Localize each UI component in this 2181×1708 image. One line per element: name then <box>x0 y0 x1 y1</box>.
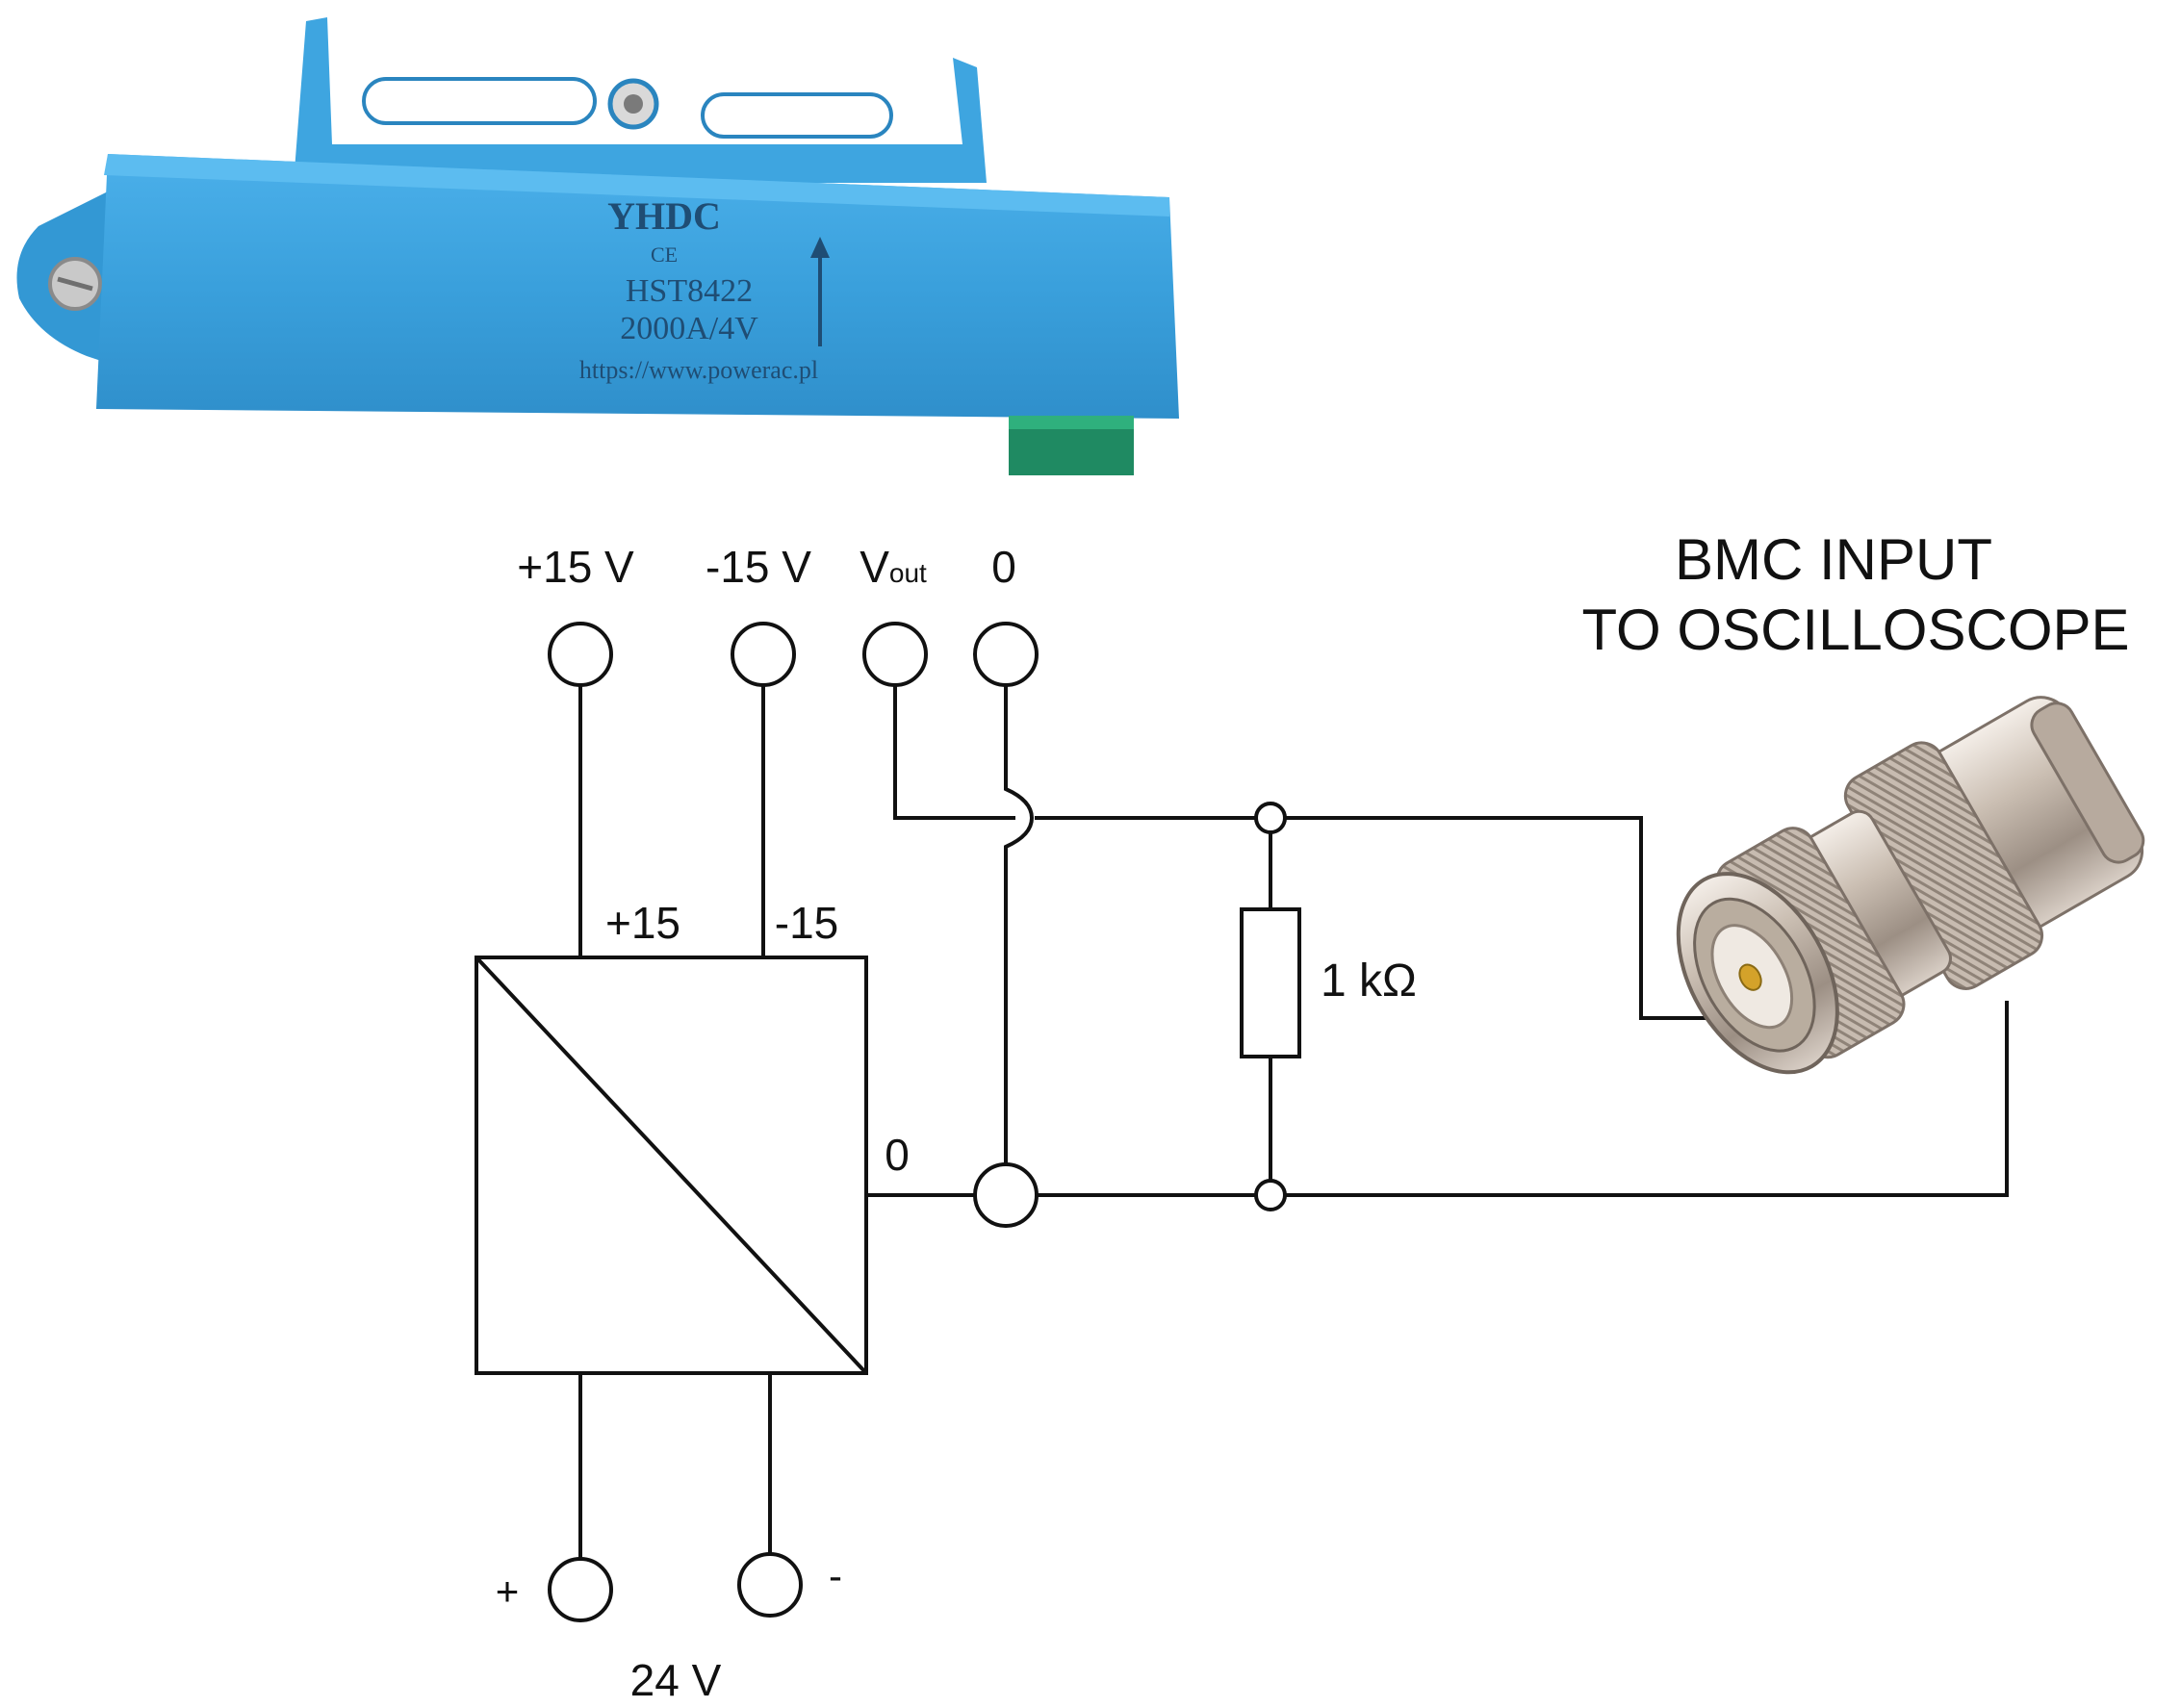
sensor-rating: 2000A/4V <box>620 311 758 346</box>
resistor: 1 kΩ <box>1240 907 1417 1058</box>
wire-ground-to-bnc <box>1284 1001 2009 1197</box>
terminal-label-vout: Vout <box>860 542 927 592</box>
wires <box>578 685 2009 1559</box>
node-ground-main <box>973 1162 1039 1228</box>
terminal-zero <box>973 622 1039 687</box>
ce-mark: CE <box>651 242 678 267</box>
wire-vout <box>893 685 1015 820</box>
supply-label-minus: - <box>829 1553 842 1598</box>
terminal-minus15v <box>731 622 796 687</box>
current-sensor-illustration: YHDC CE HST8422 2000A/4V https://www.pow… <box>16 17 1179 475</box>
sensor-brand: YHDC <box>607 194 721 238</box>
supply-label-plus: + <box>496 1568 520 1614</box>
converter-label-minus15: -15 <box>775 898 838 948</box>
terminal-label-zero: 0 <box>991 542 1016 592</box>
terminal-vout <box>862 622 928 687</box>
sensor-model: HST8422 <box>626 273 753 309</box>
resistor-label: 1 kΩ <box>1321 956 1417 1007</box>
bnc-connector-illustration <box>1676 696 2145 1075</box>
terminal-label-plus15v: +15 V <box>517 542 634 592</box>
supply-label-24v: 24 V <box>630 1655 722 1705</box>
bnc-title-line1: BMC INPUT <box>1675 527 1992 592</box>
supply-24v: + - 24 V <box>496 1552 842 1705</box>
supply-terminal-minus <box>737 1552 803 1618</box>
terminal-label-minus15v: -15 V <box>706 542 811 592</box>
sensor-terminals: +15 V -15 V Vout 0 <box>517 542 1039 687</box>
converter-label-zero: 0 <box>885 1130 910 1180</box>
terminal-plus15v <box>548 622 613 687</box>
current-direction-arrow-icon <box>810 237 830 346</box>
node-signal <box>1254 802 1287 834</box>
junction-nodes <box>973 802 1287 1228</box>
supply-terminal-plus <box>548 1557 613 1622</box>
node-ground-resistor <box>1254 1179 1287 1211</box>
converter-label-plus15: +15 <box>605 898 680 948</box>
sensor-url: https://www.powerac.pl <box>579 356 818 384</box>
bnc-title-line2: TO OSCILLOSCOPE <box>1581 598 2129 662</box>
dc-dc-converter: +15 -15 0 <box>475 898 910 1375</box>
wire-zero <box>1004 685 1035 1164</box>
